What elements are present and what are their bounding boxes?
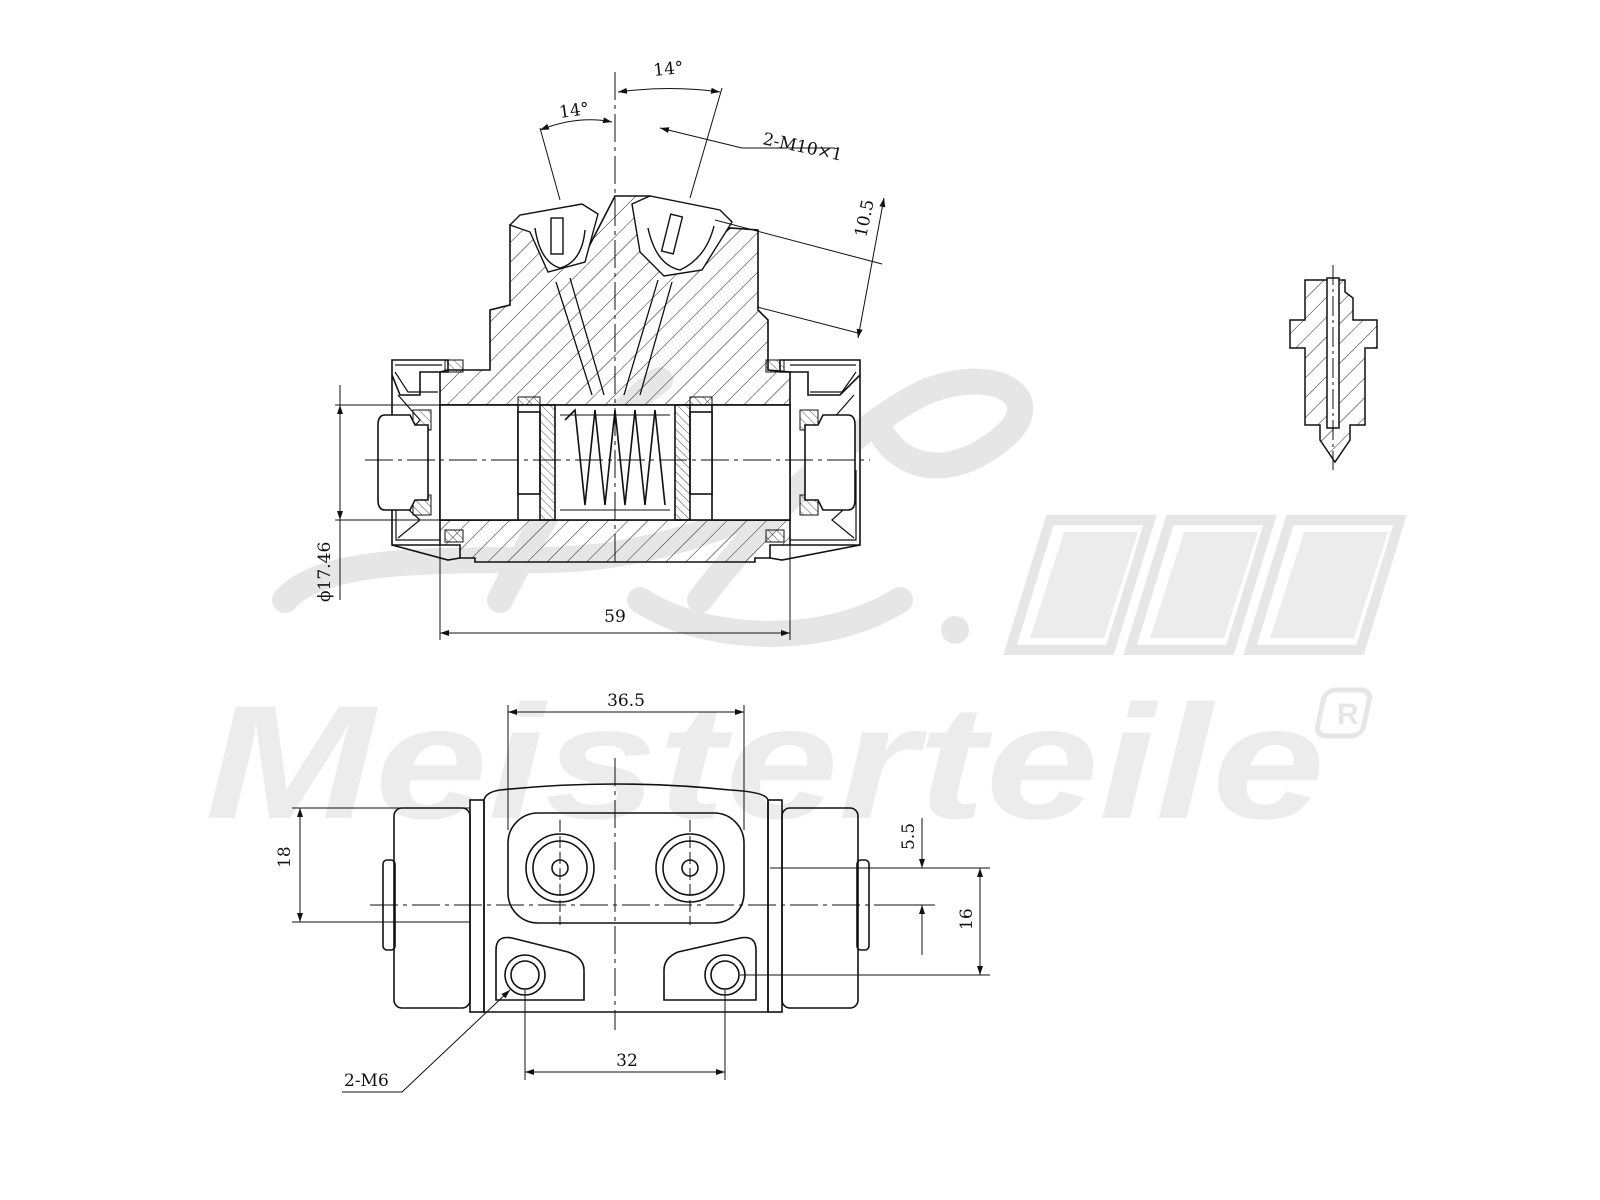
thread-ports-label: 2-M10×1 bbox=[761, 129, 844, 165]
body-length-label: 59 bbox=[604, 607, 626, 627]
bleeder-screw-section bbox=[1289, 265, 1378, 470]
plan-view bbox=[370, 758, 880, 1030]
mount-lug-left bbox=[495, 936, 585, 1001]
right-piston bbox=[711, 404, 791, 521]
inlet-port-left bbox=[508, 203, 605, 396]
cylinder-body-plan bbox=[483, 783, 769, 1013]
port-spacing-label: 36.5 bbox=[607, 691, 645, 711]
offset-top-label: 5.5 bbox=[899, 823, 919, 850]
port-depth-label: 10.5 bbox=[851, 198, 878, 239]
offset-bottom-label: 16 bbox=[957, 908, 977, 930]
right-end-cap bbox=[804, 414, 856, 511]
port-boss bbox=[507, 812, 745, 924]
mount-hole-left bbox=[504, 954, 546, 996]
mount-spacing-label: 32 bbox=[616, 1051, 638, 1071]
section-view bbox=[365, 72, 870, 565]
brand-watermark: Meisterteile R bbox=[205, 367, 1407, 853]
angle-right-label: 14° bbox=[652, 58, 684, 81]
brand-watermark-text: Meisterteile bbox=[205, 672, 1325, 853]
mount-threads-label: 2-M6 bbox=[344, 1071, 389, 1091]
mount-hole-right bbox=[704, 954, 746, 996]
bore-diameter-label: ϕ17.46 bbox=[315, 542, 335, 602]
left-piston bbox=[439, 404, 519, 521]
angle-left-label: 14° bbox=[558, 99, 591, 123]
svg-text:R: R bbox=[1337, 698, 1359, 731]
section-dimensions bbox=[335, 87, 886, 640]
flange-height-label: 18 bbox=[275, 846, 295, 868]
plan-dimensions bbox=[292, 705, 990, 1093]
monogram-dot bbox=[941, 616, 969, 644]
registered-mark: R bbox=[1314, 687, 1372, 739]
mount-lug-right bbox=[663, 936, 757, 1001]
stripes-logo bbox=[1003, 515, 1407, 655]
left-end-cap bbox=[377, 414, 429, 511]
inlet-port-right bbox=[623, 195, 733, 396]
